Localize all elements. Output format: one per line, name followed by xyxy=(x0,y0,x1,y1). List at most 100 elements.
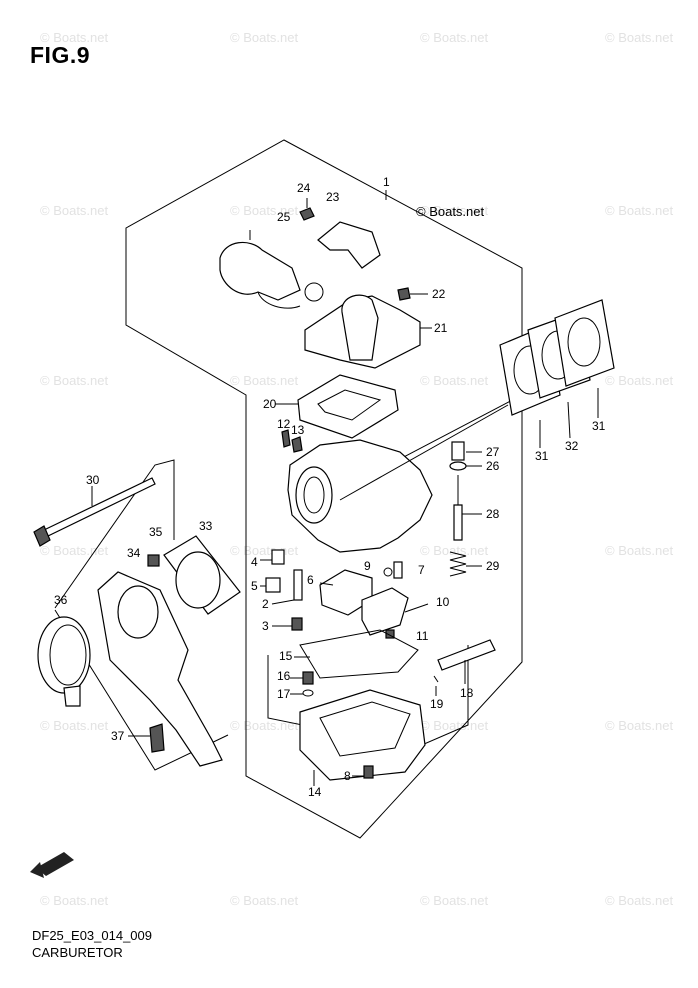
callout-27: 27 xyxy=(486,445,500,459)
callout-25: 25 xyxy=(277,210,291,224)
callout-20: 20 xyxy=(263,397,277,411)
watermark-text: © Boats.net xyxy=(40,373,109,388)
callout-34: 34 xyxy=(127,546,141,560)
part-27-cap xyxy=(451,441,465,461)
part-18-hose xyxy=(437,639,496,671)
callout-3: 3 xyxy=(262,619,269,633)
callout-12: 12 xyxy=(277,417,291,431)
part-25-solenoid xyxy=(219,241,301,301)
part-4-jet xyxy=(271,549,285,565)
callout-23: 23 xyxy=(326,190,340,204)
part-17-washer xyxy=(302,689,314,697)
callout-26: 26 xyxy=(486,459,500,473)
callout-32: 32 xyxy=(565,439,579,453)
figure-title: FIG.9 xyxy=(30,42,91,68)
watermark-text: © Boats.net xyxy=(605,543,674,558)
callout-31: 31 xyxy=(535,449,549,463)
callout-16: 16 xyxy=(277,669,291,683)
watermark-text: © Boats.net xyxy=(230,203,299,218)
callout-11: 11 xyxy=(416,629,429,643)
watermark-text: © Boats.net xyxy=(420,893,489,908)
part-3-jet xyxy=(291,617,303,631)
watermark-text: © Boats.net xyxy=(605,893,674,908)
watermark-text: © Boats.net xyxy=(420,718,489,733)
part-35-nut xyxy=(147,554,160,567)
watermark-text: © Boats.net xyxy=(40,718,109,733)
leader-2 xyxy=(271,599,295,605)
callout-17: 17 xyxy=(277,687,291,701)
part-34-bore xyxy=(117,585,159,639)
watermark-text: © Boats.net xyxy=(40,543,109,558)
callout-19: 19 xyxy=(430,697,444,711)
watermark-text: © Boats.net xyxy=(230,718,299,733)
watermark-text: © Boats.net xyxy=(420,543,489,558)
part-20-inner xyxy=(317,389,382,421)
callout-13: 13 xyxy=(291,423,305,437)
part-20-gasket xyxy=(297,374,399,439)
part-8-screw xyxy=(363,765,374,779)
callout-33: 33 xyxy=(199,519,213,533)
watermark-text: © Boats.net xyxy=(605,718,674,733)
callout-8: 8 xyxy=(344,769,351,783)
part-36-inner xyxy=(49,624,87,686)
watermark-text: © Boats.net xyxy=(230,543,299,558)
callout-10: 10 xyxy=(436,595,450,609)
callout-24: 24 xyxy=(297,181,311,195)
part-7-needle xyxy=(393,561,403,579)
part-31-gasket-back xyxy=(554,299,615,387)
watermark-text: © Boats.net xyxy=(420,203,489,218)
part-15-gasket xyxy=(299,629,419,679)
part-9-clip xyxy=(383,567,393,577)
callout-15: 15 xyxy=(279,649,293,663)
part-36-tab xyxy=(63,685,81,707)
watermark-text: © Boats.net xyxy=(230,373,299,388)
watermark-text: © Boats.net xyxy=(605,30,674,45)
diagram-caption: CARBURETOR xyxy=(32,945,123,960)
callout-31: 31 xyxy=(592,419,606,433)
callout-7: 7 xyxy=(418,563,425,577)
callout-22: 22 xyxy=(432,287,446,301)
watermark-text: © Boats.net xyxy=(230,893,299,908)
part-5-jet xyxy=(265,577,281,593)
callout-28: 28 xyxy=(486,507,500,521)
part-31-back-hole xyxy=(567,317,601,367)
part-33-bore xyxy=(175,551,221,609)
callout-30: 30 xyxy=(86,473,100,487)
part-12-screw xyxy=(281,429,291,448)
watermark-text: © Boats.net xyxy=(230,30,299,45)
leader-32 xyxy=(567,401,571,439)
intake-group-line xyxy=(54,459,175,609)
callout-1: 1 xyxy=(383,175,390,189)
callout-9: 9 xyxy=(364,559,371,573)
part-2-tube xyxy=(293,569,303,601)
body-leader-to-gasket xyxy=(339,404,509,501)
part-30-head xyxy=(33,525,51,547)
leader-6 xyxy=(319,582,334,586)
callout-18: 18 xyxy=(460,686,474,700)
part-19-clip xyxy=(433,675,439,683)
callout-6: 6 xyxy=(307,573,314,587)
part-14-bowl-inner xyxy=(319,701,411,757)
fwd-arrow-icon xyxy=(30,852,74,878)
callout-5: 5 xyxy=(251,579,258,593)
watermark-layer: © Boats.net© Boats.net© Boats.net© Boats… xyxy=(40,30,674,908)
part-30-bolt xyxy=(43,477,156,537)
assembly-boundary xyxy=(125,139,523,839)
part-16-drain xyxy=(302,671,314,685)
part-28-needle xyxy=(453,504,463,541)
callout-37: 37 xyxy=(111,729,125,743)
watermark-text: © Boats.net xyxy=(420,373,489,388)
carburetor-bore xyxy=(295,466,333,524)
brand-label: © Boats.net xyxy=(416,204,485,219)
callout-4: 4 xyxy=(251,555,258,569)
part-24-screw xyxy=(299,207,315,221)
part-11-screw xyxy=(385,629,395,639)
diagram-code: DF25_E03_014_009 xyxy=(32,928,152,943)
part-37-bolt xyxy=(149,723,165,753)
part-14-float-bowl xyxy=(299,689,426,781)
part-6-float-2 xyxy=(361,587,409,636)
callout-29: 29 xyxy=(486,559,500,573)
callout-14: 14 xyxy=(308,785,322,799)
